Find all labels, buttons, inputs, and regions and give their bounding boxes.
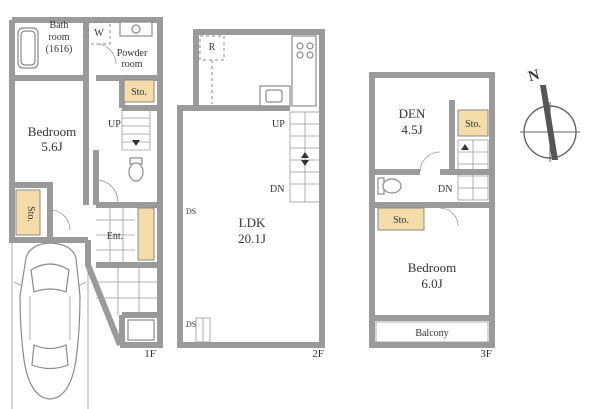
- storage-1f-left-label: Sto.: [25, 206, 36, 222]
- bedroom-1f-size: 5.6J: [41, 139, 62, 154]
- storage-3f-den: [457, 109, 489, 137]
- storage-3f-mid: [377, 207, 425, 231]
- storage-1f-left: [15, 189, 41, 236]
- stairs-1f: [121, 110, 151, 151]
- storage-3f-den-label: Sto.: [465, 119, 481, 130]
- floor-1f-label: 1F: [144, 348, 156, 360]
- ldk-label: LDK: [239, 215, 266, 230]
- den-label: DEN: [399, 106, 426, 121]
- bedroom-1f-label: Bedroom: [28, 124, 76, 139]
- den-size: 4.5J: [401, 122, 422, 137]
- stairs-1f-up: UP: [108, 119, 121, 130]
- floor-2f-label: 2F: [312, 348, 324, 360]
- compass-icon: N: [520, 67, 580, 162]
- bedroom-3f-size: 6.0J: [421, 276, 442, 291]
- ds-upper-label: DS: [186, 207, 196, 216]
- stairs-3f-dn: DN: [438, 184, 452, 195]
- powder-label-2: room: [121, 59, 142, 70]
- floor-3f-label: 3F: [480, 348, 492, 360]
- bath-size-label: (1616): [46, 44, 73, 55]
- entrance-tiles: [96, 205, 160, 315]
- powder-label: Powder: [117, 48, 148, 59]
- bath-label: Bath: [50, 20, 69, 31]
- stairs-2f-dn: DN: [270, 184, 284, 195]
- bath-label-2: room: [48, 32, 69, 43]
- bedroom-3f-label: Bedroom: [408, 260, 456, 275]
- compass-north-label: N: [527, 67, 542, 85]
- stairs-3f: [457, 139, 489, 201]
- storage-1f-top: [123, 79, 155, 103]
- stairs-2f-up: UP: [272, 119, 285, 130]
- storage-3f-mid-label: Sto.: [393, 215, 409, 226]
- storage-1f-top-label: Sto.: [131, 87, 147, 98]
- stairs-2f: [289, 111, 321, 203]
- floor-2f: R UP DN DS DS L: [177, 29, 325, 360]
- floor-1f: W: [9, 17, 163, 409]
- car-icon: [13, 242, 87, 400]
- entrance-label: Ent.: [107, 231, 123, 242]
- washer-label: W: [94, 28, 104, 39]
- balcony-label: Balcony: [415, 328, 448, 339]
- storage-1f-entrance: [137, 207, 155, 261]
- ldk-size: 20.1J: [238, 231, 266, 246]
- ds-lower-label: DS: [186, 320, 196, 329]
- fridge-label: R: [209, 42, 216, 53]
- floor-3f: DN Sto. Sto. DEN 4.5J Bedroom 6.0J Balco…: [369, 72, 495, 360]
